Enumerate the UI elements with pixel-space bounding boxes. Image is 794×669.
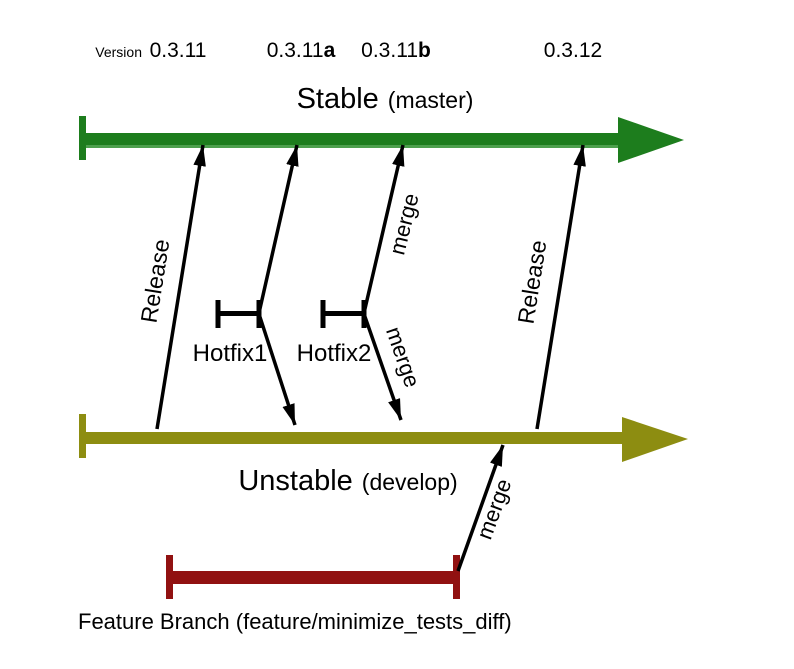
release-label-right: Release	[513, 238, 552, 325]
feature-branch-timeline	[166, 555, 460, 599]
unstable-line	[79, 432, 622, 444]
unstable-branch-title-ref: (develop)	[362, 469, 458, 495]
hotfix1-label: Hotfix1	[193, 340, 268, 367]
release-label-left: Release	[136, 237, 175, 324]
stable-arrowhead	[618, 117, 684, 163]
feature-merge-arrow	[456, 444, 505, 572]
hotfix2-merge-up-arrow	[362, 144, 405, 314]
stable-line	[79, 133, 619, 145]
stable-branch-title-name: Stable	[297, 83, 379, 115]
hotfix2-branch-marker	[320, 300, 367, 328]
version-row: Version 0.3.11 0.3.11a 0.3.11b 0.3.12	[95, 39, 602, 62]
version-label-3-suffix: b	[418, 39, 431, 62]
hotfix1-branch-marker	[215, 300, 262, 328]
release-arrow-right	[535, 144, 586, 430]
version-label-4: 0.3.12	[544, 39, 602, 62]
version-label-2-suffix: a	[324, 39, 336, 62]
unstable-arrowhead	[622, 417, 688, 462]
version-label-2: 0.3.11a	[267, 39, 336, 62]
unstable-branch-timeline	[79, 414, 688, 462]
hotfix2-label: Hotfix2	[297, 340, 372, 367]
version-label-1-base: 0.3.11	[150, 39, 207, 62]
stable-branch-title: Stable (master)	[297, 83, 474, 115]
stable-branch-timeline	[79, 116, 684, 163]
hotfix1-merge-down-arrow	[257, 313, 297, 426]
unstable-branch-title: Unstable (develop)	[238, 465, 457, 497]
stable-branch-title-ref: (master)	[388, 87, 474, 113]
version-label-3-base: 0.3.11	[361, 39, 418, 62]
version-label-2-base: 0.3.11	[267, 39, 324, 62]
hotfix1-merge-up-arrow	[257, 144, 299, 314]
feature-line	[166, 571, 460, 584]
stable-line-highlight	[86, 145, 618, 148]
version-label-4-base: 0.3.12	[544, 39, 602, 62]
version-caption: Version	[95, 44, 142, 60]
release-arrow-left	[155, 144, 206, 430]
unstable-branch-title-name: Unstable	[238, 465, 352, 497]
hotfix2-merge-down-arrow	[362, 313, 403, 421]
version-label-3: 0.3.11b	[361, 39, 431, 62]
version-label-1: 0.3.11	[150, 39, 207, 62]
feature-branch-label: Feature Branch (feature/minimize_tests_d…	[78, 609, 512, 634]
